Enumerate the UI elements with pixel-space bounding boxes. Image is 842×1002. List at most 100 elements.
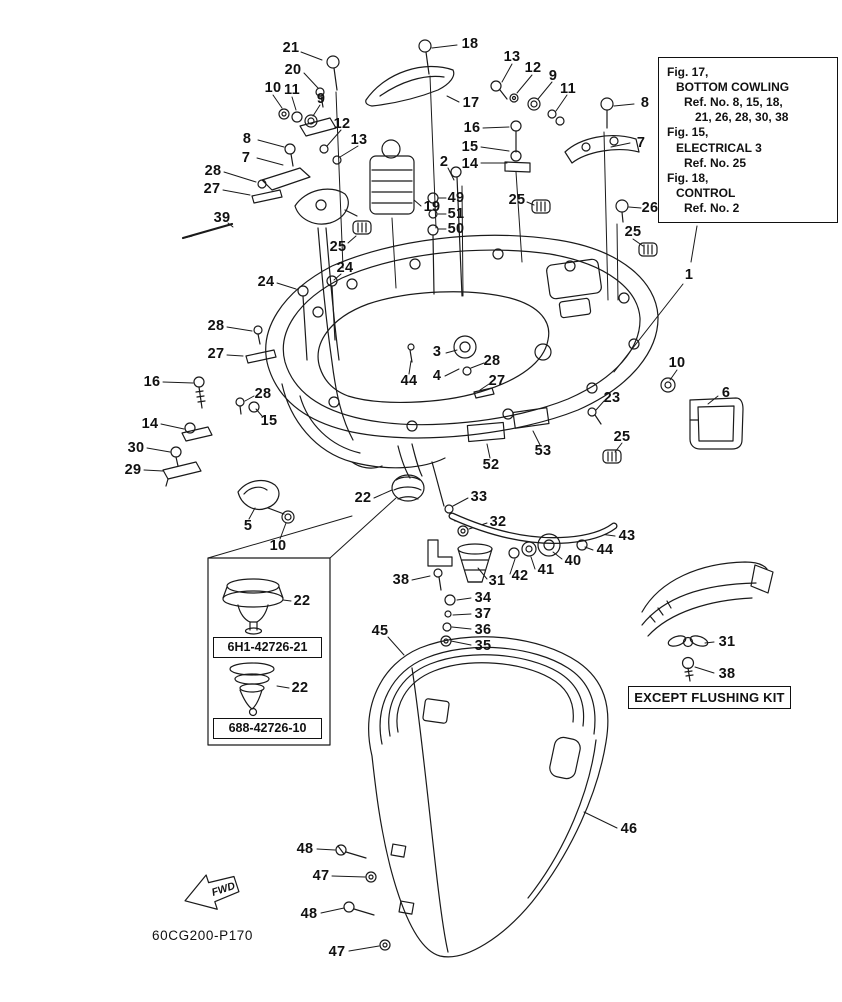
reference-line: BOTTOM COWLING [676, 80, 790, 95]
part-callout: 45 [371, 623, 389, 639]
part-callout: 48 [300, 906, 318, 922]
part-callout: 16 [143, 374, 161, 390]
part-callout: 12 [333, 116, 351, 132]
drawing-code: 60CG200-P170 [152, 928, 254, 943]
hose-and-fittings [391, 461, 618, 647]
part-callout: 27 [207, 346, 225, 362]
part-callout: 14 [461, 156, 479, 172]
part-callout: 11 [284, 82, 300, 98]
part-callout: 28 [207, 318, 225, 334]
part-callout: 38 [392, 572, 410, 588]
part-callout: 31 [488, 573, 506, 589]
part-callout: 29 [124, 462, 142, 478]
part-callout: 50 [447, 221, 465, 237]
reference-line: CONTROL [676, 185, 736, 200]
part-callout: 25 [624, 224, 642, 240]
part-callout: 25 [613, 429, 631, 445]
part-callout: 18 [461, 36, 479, 52]
part-callout: 28 [204, 163, 222, 179]
part-callout: 15 [260, 413, 278, 429]
reference-line: Fig. 18, [667, 170, 709, 185]
part-callout: 44 [400, 373, 418, 389]
part-callout: 53 [534, 443, 552, 459]
part-callout: 25 [329, 239, 347, 255]
part-callout: 22 [291, 680, 309, 696]
reference-line: Fig. 15, [667, 125, 709, 140]
part-callout: 27 [488, 373, 506, 389]
part-callout: 21 [282, 40, 300, 56]
part-callout: 20 [284, 62, 302, 78]
part-callout: 15 [461, 139, 479, 155]
part-callout: 9 [316, 91, 326, 107]
part-callout: 12 [524, 60, 542, 76]
part-callout: 13 [350, 132, 368, 148]
part-callout: 43 [618, 528, 636, 544]
part-callout: 1 [684, 267, 694, 283]
part-callout: 26 [641, 200, 659, 216]
part-callout: 2 [439, 154, 449, 170]
part-callout: 7 [241, 150, 251, 166]
part-callout: 41 [537, 562, 555, 578]
bottom-cowling-drawing [265, 234, 659, 479]
reference-line: Ref. No. 25 [684, 155, 747, 170]
part-callout: 32 [489, 514, 507, 530]
part-callout: 33 [470, 489, 488, 505]
part-callout: 35 [474, 638, 492, 654]
part-callout: 5 [243, 518, 253, 534]
part-callout: 16 [463, 120, 481, 136]
inset-22-box [207, 557, 331, 746]
part-number-box-top: 6H1-42726-21 [213, 637, 322, 658]
part-callout: 14 [141, 416, 159, 432]
part-callout: 23 [603, 390, 621, 406]
fwd-arrow: FWD [184, 874, 240, 910]
except-flushing-kit-drawing [641, 561, 774, 682]
mount-bolts-bottom [335, 844, 391, 951]
part-callout: 10 [269, 538, 287, 554]
part-callout: 40 [564, 553, 582, 569]
part-callout: 52 [482, 457, 500, 473]
part-callout: 30 [127, 440, 145, 456]
part-callout: 49 [447, 190, 465, 206]
part-callout: 46 [620, 821, 638, 837]
part-callout: 17 [462, 95, 480, 111]
reference-box: Fig. 17, BOTTOM COWLING Ref. No. 8, 15, … [658, 57, 838, 224]
leader-lines [143, 44, 719, 952]
part-callout: 22 [293, 593, 311, 609]
part-callout: 6 [721, 385, 731, 401]
part-callout: 24 [336, 260, 354, 276]
reference-line: Fig. 17, [667, 65, 709, 79]
reference-line: 21, 26, 28, 30, 38 [695, 110, 789, 125]
part-callout: 34 [474, 590, 492, 606]
part-callout: 4 [432, 368, 442, 384]
reference-line: Ref. No. 2 [684, 200, 740, 215]
hardware-top [162, 39, 744, 524]
part-callout: 10 [264, 80, 282, 96]
part-callout: 51 [447, 206, 465, 222]
part-callout: 48 [296, 841, 314, 857]
part-callout: 3 [432, 344, 442, 360]
part-callout: 25 [508, 192, 526, 208]
part-callout: 39 [213, 210, 231, 226]
part-callout: 42 [511, 568, 529, 584]
part-callout: 11 [560, 81, 576, 97]
part-callout: 9 [548, 68, 558, 84]
part-callout: 24 [257, 274, 275, 290]
part-number-box-bottom: 688-42726-10 [213, 718, 322, 739]
part-callout: 47 [328, 944, 346, 960]
except-flushing-kit-label: EXCEPT FLUSHING KIT [628, 686, 791, 709]
part-callout: 38 [718, 666, 736, 682]
part-callout: 31 [718, 634, 736, 650]
part-callout: 8 [242, 131, 252, 147]
part-callout: 22 [354, 490, 372, 506]
part-callout: 27 [203, 181, 221, 197]
part-callout: 19 [423, 199, 441, 215]
part-callout: 28 [254, 386, 272, 402]
part-callout: 8 [640, 95, 650, 111]
part-callout: 44 [596, 542, 614, 558]
part-callout: 47 [312, 868, 330, 884]
part-callout: 7 [636, 135, 646, 151]
part-callout: 10 [668, 355, 686, 371]
part-callout: 28 [483, 353, 501, 369]
part-callout: 13 [503, 49, 521, 65]
